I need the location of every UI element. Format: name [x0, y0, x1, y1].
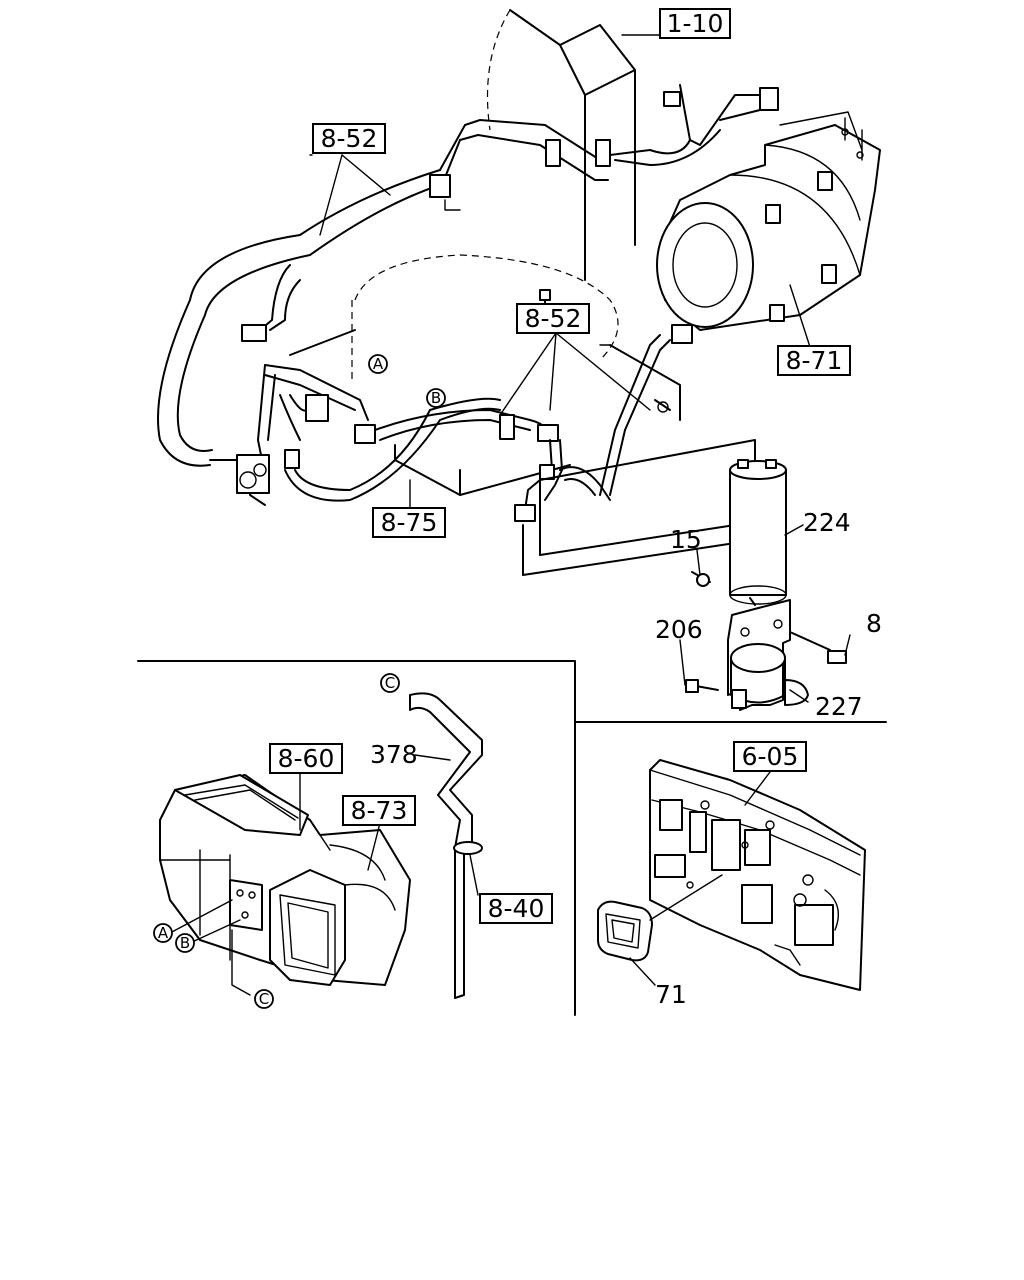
svg-text:8-73: 8-73 — [351, 796, 408, 825]
svg-text:1-10: 1-10 — [667, 9, 724, 38]
ref-label-8-73: 8-73 — [342, 795, 416, 826]
svg-text:8-75: 8-75 — [381, 508, 438, 537]
svg-text:6-05: 6-05 — [742, 742, 799, 771]
connection-marker-b-heater: B — [175, 933, 195, 953]
svg-text:8-52: 8-52 — [525, 304, 582, 333]
discharge-hose-assembly — [439, 84, 779, 186]
leader-lines-bottom-right — [629, 771, 771, 986]
connection-marker-c-hose: C — [380, 673, 400, 693]
ref-label-8-40: 8-40 — [479, 893, 553, 924]
part-number-224: 224 — [803, 508, 851, 537]
svg-text:8-71: 8-71 — [786, 346, 843, 375]
part-number-71: 71 — [655, 980, 687, 1009]
section-dividers — [137, 660, 887, 1016]
fasteners — [685, 571, 847, 693]
connection-marker-a-top: A — [368, 354, 388, 374]
leader-lines-bottom-left — [169, 754, 479, 996]
ref-label-8-52-top: 8-52 — [312, 123, 386, 154]
part-number-378: 378 — [370, 740, 418, 769]
engine-block — [351, 9, 636, 380]
evaporator-case — [289, 329, 681, 496]
connection-marker-b-top: B — [426, 388, 446, 408]
svg-text:A: A — [158, 924, 169, 942]
dash-panel — [649, 759, 866, 991]
connection-marker-a-heater: A — [153, 923, 173, 943]
part-number-15: 15 — [670, 525, 702, 554]
compressor — [656, 111, 881, 331]
ref-label-8-52-center: 8-52 — [516, 303, 590, 334]
receiver-drier — [522, 439, 787, 606]
part-number-206: 206 — [655, 615, 703, 644]
ref-label-8-75: 8-75 — [372, 507, 446, 538]
liquid-line-left — [209, 264, 376, 506]
ref-label-6-05: 6-05 — [733, 741, 807, 772]
part-number-8: 8 — [866, 609, 882, 638]
ref-label-8-71: 8-71 — [777, 345, 851, 376]
svg-text:B: B — [180, 934, 190, 952]
ref-label-1-10: 1-10 — [659, 8, 731, 39]
ref-label-8-60: 8-60 — [269, 743, 343, 774]
svg-text:B: B — [431, 389, 441, 407]
leader-lines-top — [309, 34, 851, 703]
drain-hose — [409, 692, 483, 999]
svg-text:8-40: 8-40 — [488, 894, 545, 923]
liquid-line-center — [284, 289, 693, 522]
heater-unit — [159, 774, 411, 986]
connection-marker-c-heater: C — [254, 989, 274, 1009]
suction-hose — [157, 169, 461, 467]
svg-text:8-52: 8-52 — [321, 124, 378, 153]
svg-text:C: C — [259, 990, 269, 1008]
drier-bracket — [727, 599, 809, 711]
part-number-227: 227 — [815, 692, 863, 721]
svg-text:8-60: 8-60 — [278, 744, 335, 773]
svg-text:A: A — [373, 355, 384, 373]
svg-text:C: C — [385, 674, 395, 692]
grommet — [597, 900, 653, 962]
